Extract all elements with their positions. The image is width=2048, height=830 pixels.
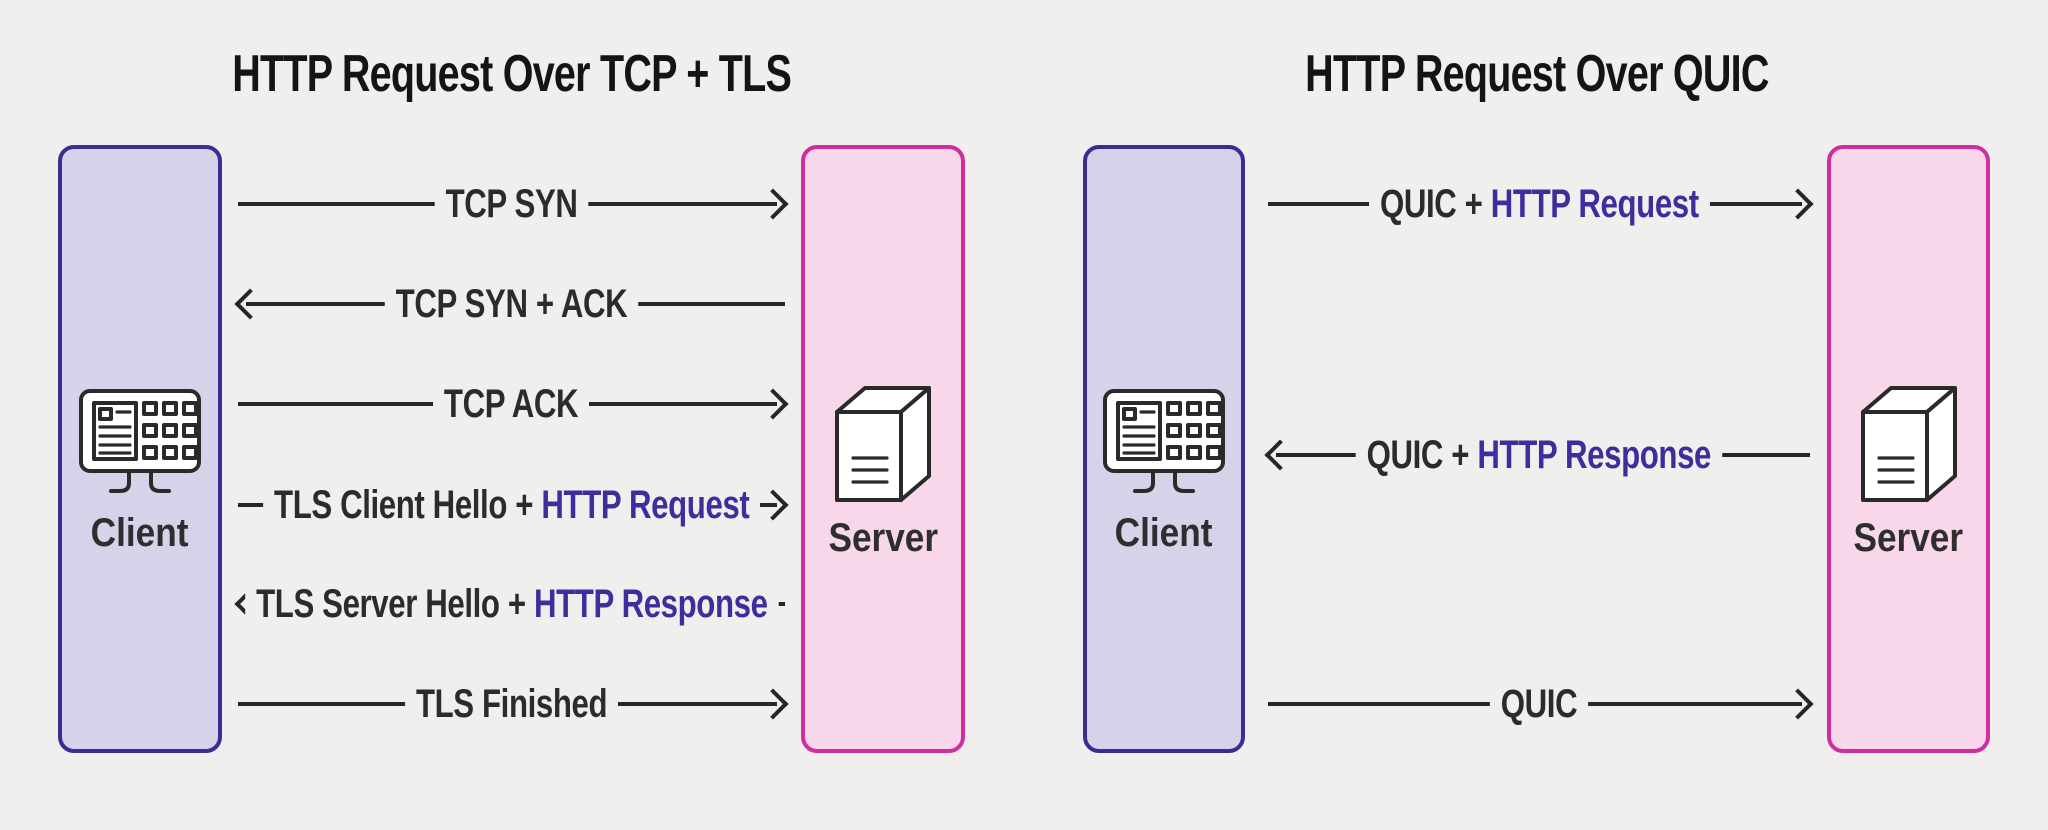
client-box: Client (58, 145, 222, 753)
server-box: Server (801, 145, 965, 753)
message-arrow-tls-finished: TLS Finished (236, 676, 789, 732)
arrow-right-icon (757, 188, 789, 220)
client-box-content: Client (77, 387, 203, 556)
server-label: Server (1853, 515, 1964, 560)
diagram-title-tcp-tls: HTTP Request Over TCP + TLS (232, 45, 792, 103)
message-arrow-quic: QUIC (1266, 676, 1814, 732)
server-box-icon (831, 382, 935, 504)
message-arrow-tcp-syn: TCP SYN (236, 176, 789, 232)
message-arrow-tls-server-hello: TLS Server Hello + HTTP Response (234, 576, 787, 632)
client-box: Client (1083, 145, 1245, 753)
message-arrow-tcp-syn-ack: TCP SYN + ACK (234, 276, 787, 332)
client-box-content: Client (1101, 387, 1227, 556)
message-arrow-quic-http-request: QUIC + HTTP Request (1266, 176, 1814, 232)
server-label: Server (828, 515, 938, 560)
server-box: Server (1827, 145, 1990, 753)
server-box-icon (1857, 382, 1961, 504)
arrow-right-icon (1782, 188, 1814, 220)
client-label: Client (1115, 510, 1213, 555)
arrow-right-icon (757, 688, 789, 720)
arrow-right-icon (1782, 688, 1814, 720)
client-label: Client (91, 510, 189, 555)
arrow-right-icon (757, 489, 789, 521)
client-monitor-icon (77, 387, 203, 499)
message-arrow-quic-http-response: QUIC + HTTP Response (1264, 427, 1812, 483)
arrow-left-icon (1264, 439, 1296, 471)
diagram-title-quic: HTTP Request Over QUIC (1304, 45, 1769, 103)
message-arrow-tcp-ack: TCP ACK (236, 376, 789, 432)
arrow-right-icon (757, 388, 789, 420)
server-box-content: Server (1846, 382, 1971, 561)
message-arrow-tls-client-hello: TLS Client Hello + HTTP Request (236, 477, 789, 533)
arrow-left-icon (234, 288, 266, 320)
client-monitor-icon (1101, 387, 1227, 499)
server-box-content: Server (821, 382, 946, 561)
